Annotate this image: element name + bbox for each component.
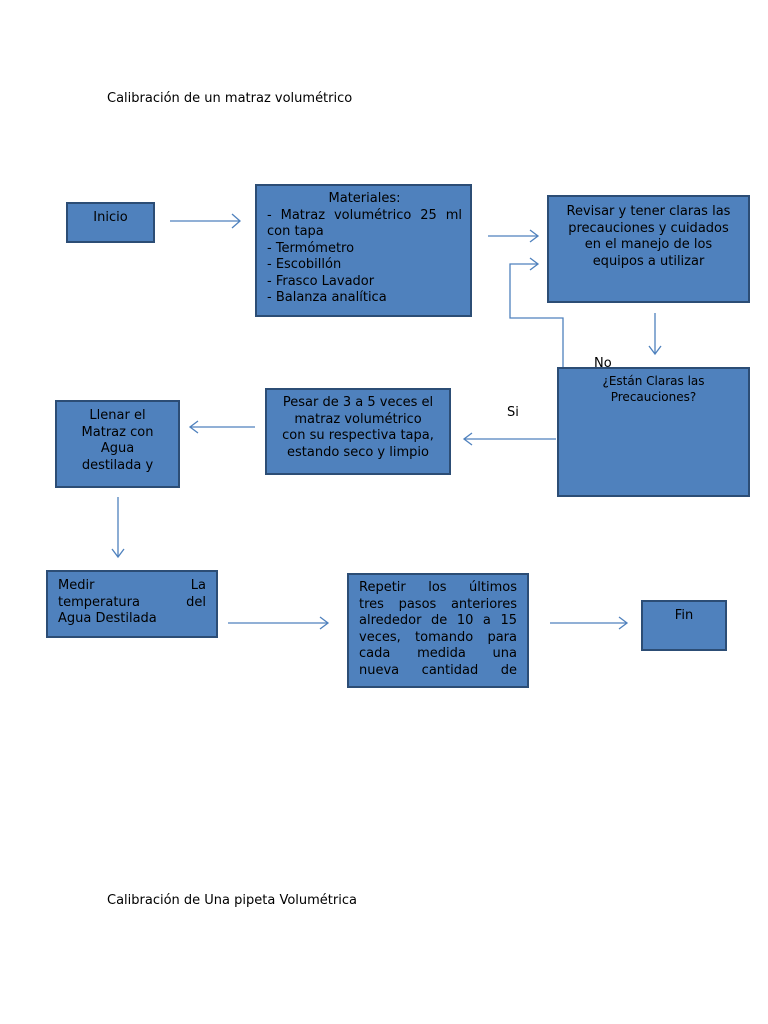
repetir-line: cada medida una (359, 646, 517, 661)
materiales-item: - Frasco Lavador (267, 273, 375, 289)
repetir-line: veces, tomando para (359, 629, 517, 645)
materiales-box: Materiales: - Matraz volumétrico 25 ml c… (255, 184, 472, 317)
medir-box: Medir La temperatura del Agua Destilada (46, 570, 218, 638)
si-label: Si (507, 405, 519, 420)
connector-no-loop (509, 263, 564, 367)
repetir-line: Repetir los últimos (359, 580, 517, 595)
repetir-line: alrededor de 10 a 15 (359, 613, 517, 628)
inicio-box: Inicio (66, 202, 155, 243)
pesar-line: Pesar de 3 a 5 veces el (282, 395, 434, 410)
materiales-item: con tapa (267, 224, 324, 239)
pesar-box: Pesar de 3 a 5 veces el matraz volumétri… (265, 388, 451, 475)
arrowhead (231, 213, 241, 229)
llenar-line: Llenar el (89, 408, 146, 423)
fin-label: Fin (674, 608, 694, 623)
repetir-box: Repetir los últimos tres pasos anteriore… (347, 573, 529, 688)
arrowhead (618, 616, 629, 630)
arrowhead (529, 257, 540, 271)
arrowhead (462, 432, 473, 446)
repetir-line: tres pasos anteriores (359, 596, 517, 612)
revisar-line: Revisar y tener claras las (566, 204, 731, 219)
revisar-line: equipos a utilizar (592, 253, 705, 269)
revisar-line: precauciones y cuidados (568, 220, 729, 236)
pesar-line: con su respectiva tapa, (282, 428, 434, 443)
medir-line: temperatura del (58, 594, 206, 610)
estan-claras-decision-box: ¿Están Claras las Precauciones? (557, 367, 750, 497)
materiales-item: - Escobillón (267, 257, 342, 272)
diagram-title-matraz: Calibración de un matraz volumétrico (107, 91, 353, 106)
estan-line: ¿Están Claras las (602, 374, 705, 388)
medir-line: Medir La (58, 578, 206, 593)
llenar-line: destilada y (81, 457, 154, 473)
materiales-heading: Materiales: (328, 191, 401, 206)
pesar-line: matraz volumétrico (294, 411, 422, 427)
diagram-title-pipeta: Calibración de Una pipeta Volumétrica (107, 893, 357, 908)
arrowhead (648, 345, 662, 356)
arrowhead (319, 616, 330, 630)
inicio-label: Inicio (93, 210, 128, 225)
estan-line: Precauciones? (610, 390, 697, 404)
llenar-box: Llenar el Matraz con Agua destilada y (55, 400, 180, 488)
revisar-box: Revisar y tener claras las precauciones … (547, 195, 750, 303)
repetir-line: nueva cantidad de (359, 662, 517, 678)
arrowhead (111, 548, 125, 559)
llenar-line: Matraz con (81, 424, 154, 440)
llenar-line: Agua (100, 441, 135, 456)
materiales-item: - Balanza analítica (267, 290, 387, 305)
arrowhead (188, 420, 199, 434)
medir-line: Agua Destilada (58, 611, 157, 626)
arrowhead (529, 229, 540, 243)
materiales-item: - Termómetro (267, 240, 355, 256)
fin-box: Fin (641, 600, 727, 651)
pesar-line: estando seco y limpio (287, 444, 429, 460)
materiales-item: - Matraz volumétrico 25 ml (267, 207, 462, 223)
revisar-line: en el manejo de los (584, 237, 713, 252)
